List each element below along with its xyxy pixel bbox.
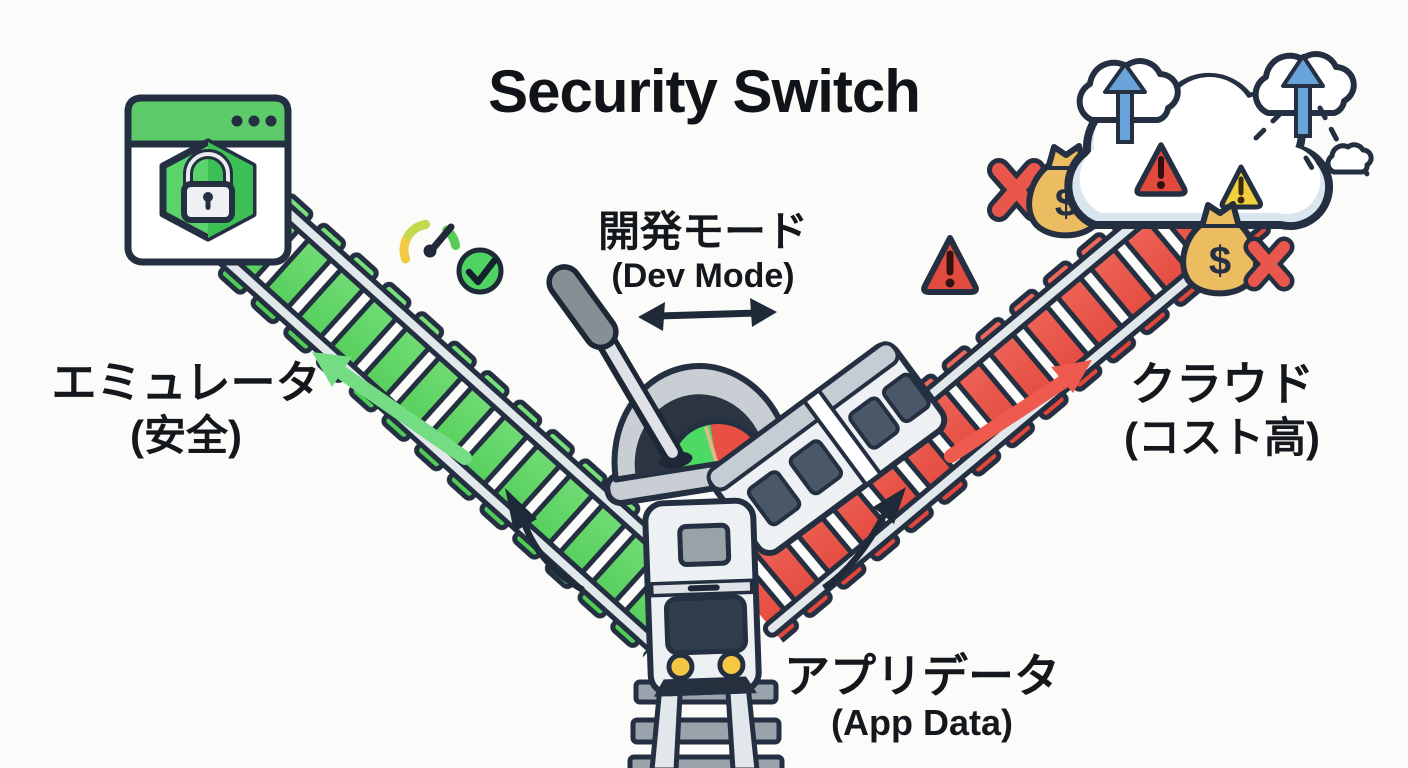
- cross-mark-icon-2: [1243, 236, 1295, 292]
- label-dev-mode-main: 開発モード: [598, 208, 808, 255]
- label-emulator-main: エミュレータ: [51, 357, 320, 408]
- label-emulator: エミュレータ (安全): [51, 357, 320, 459]
- green-direction-arrow: [312, 352, 472, 465]
- small-cloud-icon: [1325, 142, 1374, 175]
- double-headed-arrow-icon: [638, 298, 777, 331]
- label-cloud-main: クラウド: [1130, 358, 1314, 410]
- dollar-sign: $: [1209, 239, 1231, 283]
- train-cab: [642, 497, 762, 697]
- cloud-upload-icon-right: [1256, 54, 1354, 138]
- label-emulator-sub: (安全): [130, 412, 242, 459]
- red-direction-arrow: [944, 360, 1092, 463]
- label-app-data-main: アプリデータ: [784, 650, 1060, 702]
- warning-triangle-red-icon: [921, 235, 979, 295]
- label-dev-mode-sub: (Dev Mode): [611, 257, 794, 295]
- cloud-warning-triangle-yellow: [1219, 164, 1263, 210]
- fork-arrow-right: [822, 487, 906, 591]
- check-circle-icon: [456, 247, 504, 295]
- page-title: Security Switch: [488, 58, 920, 125]
- label-cloud-sub: (コスト高): [1124, 414, 1320, 461]
- cloud-upload-icon-left: [1080, 61, 1178, 144]
- fork-arrow-left: [505, 488, 585, 593]
- label-app-data-sub: (App Data): [831, 702, 1013, 743]
- label-app-data: アプリデータ (App Data): [784, 650, 1060, 743]
- secure-browser-lock-icon: [124, 94, 292, 266]
- train-icon: [642, 341, 948, 697]
- center-track: [627, 673, 785, 768]
- money-bag-icon-2: $: [1180, 201, 1259, 297]
- speedometer-icon: [399, 219, 461, 264]
- label-cloud: クラウド (コスト高): [1124, 358, 1320, 461]
- cloud-warning-triangle-red: [1134, 142, 1188, 197]
- label-dev-mode: 開発モード (Dev Mode): [598, 208, 808, 295]
